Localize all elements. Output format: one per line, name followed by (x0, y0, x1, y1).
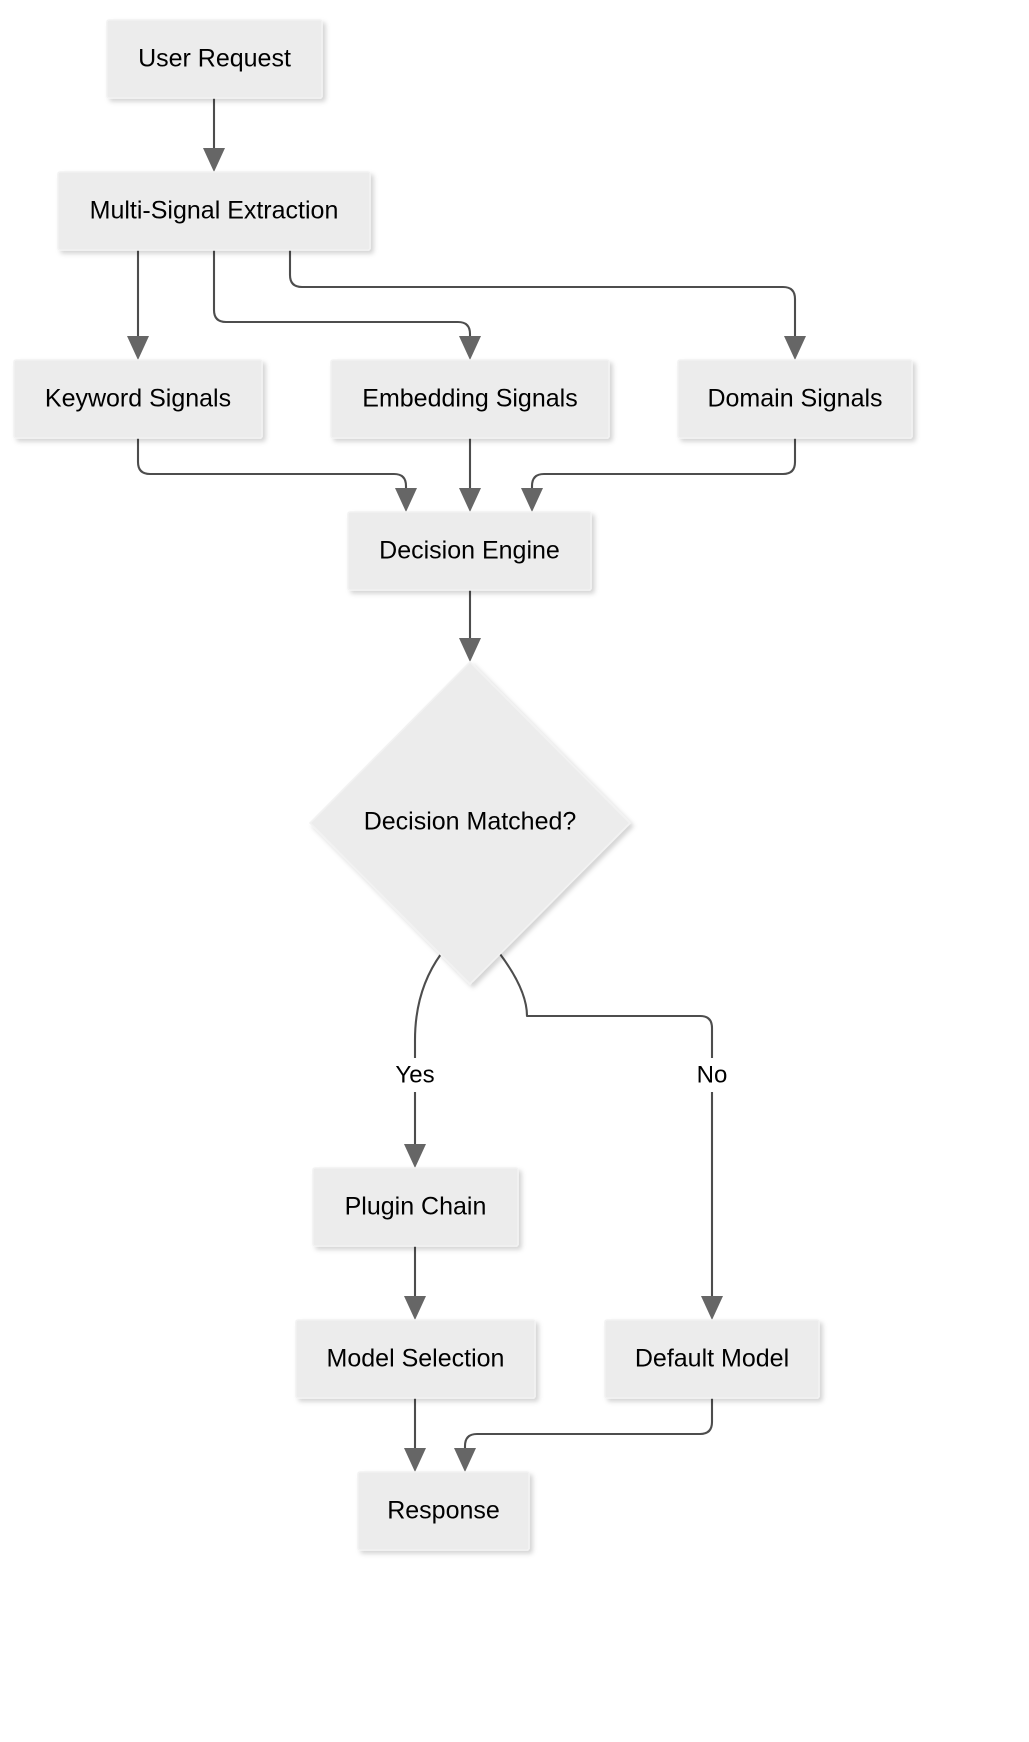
node-label-multi-signal-extraction: Multi-Signal Extraction (90, 197, 339, 225)
node-decision-engine[interactable]: Decision Engine (347, 511, 592, 591)
node-box[interactable] (295, 1319, 536, 1399)
node-label-model-selection: Model Selection (327, 1345, 505, 1373)
node-box[interactable] (57, 171, 371, 251)
arrowhead-icon (784, 336, 806, 360)
arrowhead-icon (454, 1448, 476, 1472)
node-box[interactable] (357, 1471, 530, 1551)
edge-line (530, 438, 797, 494)
arrowhead-icon (395, 488, 417, 512)
arrowhead-icon (701, 1296, 723, 1320)
edge-domain-to-decision-engine (521, 438, 797, 512)
node-diamond[interactable] (308, 660, 632, 986)
node-keyword-signals[interactable]: Keyword Signals (13, 359, 263, 439)
node-model-selection[interactable]: Model Selection (295, 1319, 536, 1399)
arrowhead-icon (404, 1448, 426, 1472)
edge-multi-signal-to-keyword (127, 250, 149, 360)
edge-user-request-to-multi-signal (203, 98, 225, 172)
edge-line (212, 250, 472, 342)
arrowhead-icon (203, 148, 225, 172)
edge-decision-engine-to-decision-matched (459, 590, 481, 662)
node-label-keyword-signals: Keyword Signals (45, 385, 231, 413)
node-box[interactable] (13, 359, 263, 439)
edge-model-selection-to-response (404, 1398, 426, 1472)
node-multi-signal-extraction[interactable]: Multi-Signal Extraction (57, 171, 371, 251)
edge-line (136, 438, 408, 494)
node-embedding-signals[interactable]: Embedding Signals (330, 359, 610, 439)
node-label-decision-matched: Decision Matched? (364, 808, 577, 836)
edge-layer (127, 98, 806, 1472)
node-default-model[interactable]: Default Model (604, 1319, 820, 1399)
edge-multi-signal-to-domain (288, 250, 806, 360)
node-decision-matched[interactable]: Decision Matched? (308, 660, 632, 986)
node-label-response: Response (387, 1497, 500, 1525)
edge-embedding-to-decision-engine (459, 438, 481, 512)
arrowhead-icon (459, 638, 481, 662)
node-box[interactable] (677, 359, 913, 439)
edge-label-yes-backdrop (388, 1058, 442, 1092)
edge-label-yes-group: Yes (388, 1058, 442, 1092)
node-layer: User Request Multi-Signal Extraction Key… (13, 19, 913, 1551)
node-box[interactable] (604, 1319, 820, 1399)
node-label-domain-signals: Domain Signals (707, 385, 882, 413)
node-label-plugin-chain: Plugin Chain (345, 1193, 487, 1221)
node-label-decision-engine: Decision Engine (379, 537, 560, 565)
node-label-default-model: Default Model (635, 1345, 789, 1373)
arrowhead-icon (459, 336, 481, 360)
edge-default-model-to-response (454, 1398, 714, 1472)
edge-label-layer: Yes No (388, 1058, 734, 1092)
node-response[interactable]: Response (357, 1471, 530, 1551)
node-box[interactable] (347, 511, 592, 591)
node-box[interactable] (330, 359, 610, 439)
node-domain-signals[interactable]: Domain Signals (677, 359, 913, 439)
edge-line (499, 953, 714, 1302)
arrowhead-icon (404, 1296, 426, 1320)
edge-keyword-to-decision-engine (136, 438, 417, 512)
node-user-request[interactable]: User Request (106, 19, 323, 99)
edge-line (288, 250, 797, 342)
edge-line (463, 1398, 714, 1454)
edge-decision-matched-to-plugin-chain (404, 953, 442, 1168)
edge-multi-signal-to-embedding (212, 250, 481, 360)
arrowhead-icon (404, 1144, 426, 1168)
arrowhead-icon (521, 488, 543, 512)
edge-label-no-backdrop (690, 1058, 734, 1092)
edge-decision-matched-to-default-model (499, 953, 723, 1320)
edge-label-no: No (697, 1061, 728, 1088)
node-label-user-request: User Request (138, 45, 291, 73)
edge-label-no-group: No (690, 1058, 734, 1092)
node-box[interactable] (106, 19, 323, 99)
arrowhead-icon (127, 336, 149, 360)
node-plugin-chain[interactable]: Plugin Chain (312, 1167, 519, 1247)
edge-label-yes: Yes (395, 1061, 434, 1088)
node-box[interactable] (312, 1167, 519, 1247)
arrowhead-icon (459, 488, 481, 512)
edge-line (413, 953, 442, 1150)
node-label-embedding-signals: Embedding Signals (362, 385, 577, 413)
edge-plugin-chain-to-model-selection (404, 1246, 426, 1320)
